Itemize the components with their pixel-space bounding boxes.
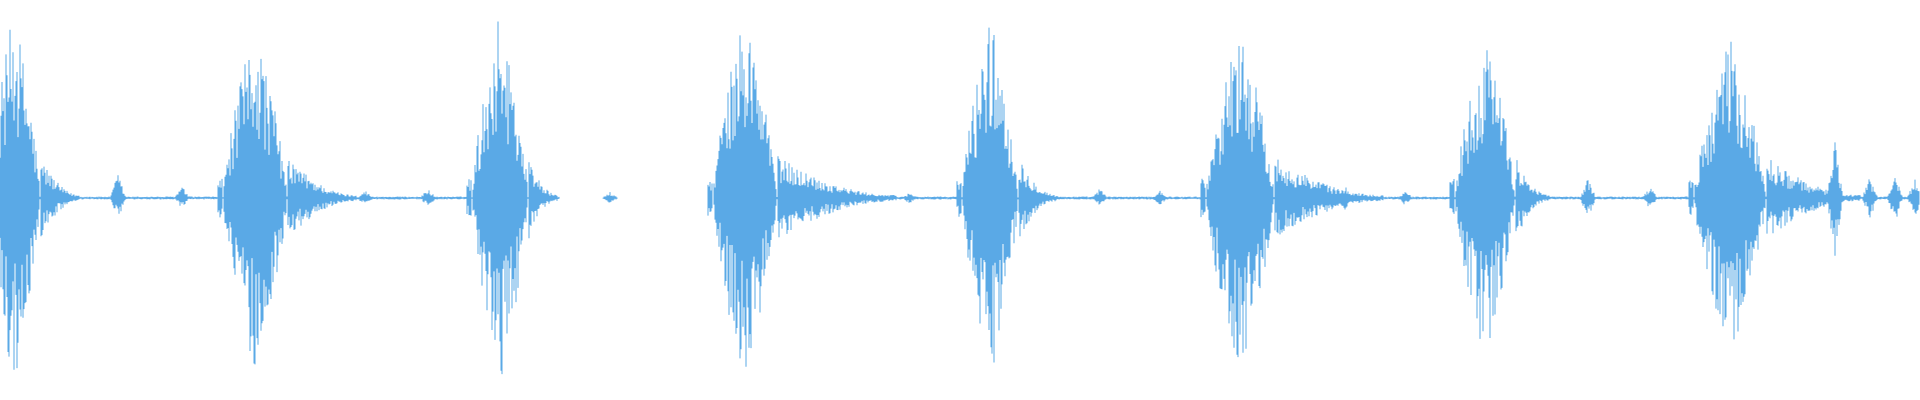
waveform-path bbox=[0, 21, 1920, 375]
